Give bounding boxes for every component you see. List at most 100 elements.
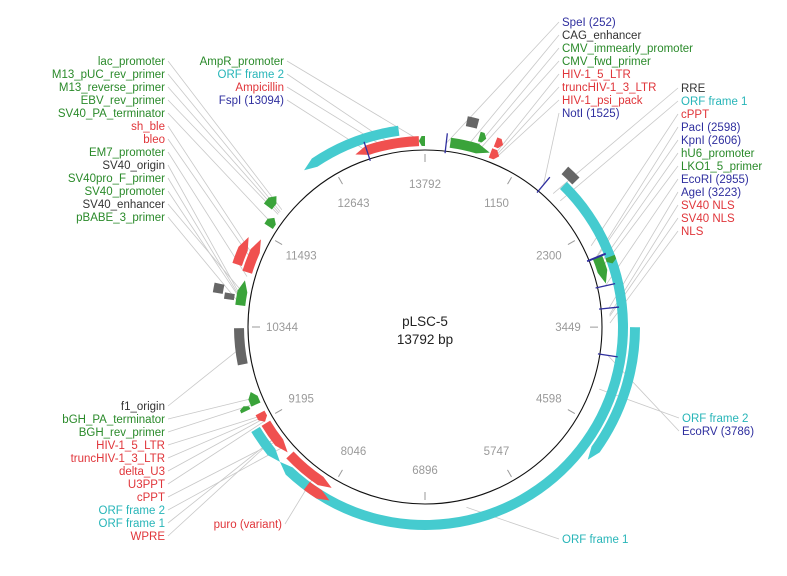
- site-ecorv-3786: [597, 353, 618, 358]
- leader-line: [167, 402, 257, 433]
- label-cppt: cPPT: [137, 492, 165, 504]
- leader-line: [167, 86, 280, 214]
- feature-sv40-origin: [223, 292, 235, 301]
- leader-line: [167, 164, 243, 299]
- label-em7-promoter: EM7_promoter: [89, 147, 165, 159]
- feature-arcs: [212, 116, 640, 530]
- leader-line: [167, 446, 285, 511]
- feature-cmv-fwd-primer: [477, 131, 487, 143]
- tick-label-10344: 10344: [266, 322, 299, 334]
- leader-line: [167, 418, 265, 472]
- plasmid-length: 13792 bp: [397, 332, 453, 347]
- leader-line: [599, 152, 679, 266]
- leader-line: [590, 113, 679, 246]
- leader-line: [167, 216, 242, 306]
- site-fspi-13094: [363, 141, 371, 161]
- leader-line: [167, 60, 283, 211]
- leader-line: [167, 203, 244, 294]
- label-sv40-pa-terminator: SV40_PA_terminator: [58, 108, 165, 120]
- leader-line: [560, 100, 679, 202]
- label-kpni-2606: KpnI (2606): [681, 135, 741, 147]
- label-spei-252: SpeI (252): [562, 17, 616, 29]
- tick-label-9195: 9195: [288, 393, 314, 405]
- leader-line: [543, 112, 560, 185]
- plasmid-backbone: [247, 149, 603, 505]
- tick-label-6896: 6896: [412, 465, 438, 477]
- leader-line: [167, 436, 277, 524]
- leader-line: [167, 99, 279, 215]
- leader-line: [167, 190, 243, 302]
- label-m13-puc-rev-primer: M13_pUC_rev_primer: [52, 69, 165, 81]
- feature-hiv-1-psi-pack: [493, 137, 504, 149]
- feature-delta-u3: [255, 410, 268, 422]
- label-ecori-2955: EcoRI (2955): [681, 174, 749, 186]
- feature-puro-variant: [286, 451, 332, 488]
- label-orf-frame-2: ORF frame 2: [682, 413, 748, 425]
- label-rre: RRE: [681, 83, 706, 95]
- feature-puro-variant-2: [303, 481, 330, 501]
- label-wpre: WPRE: [131, 531, 166, 543]
- leader-line: [167, 439, 279, 498]
- leader-line: [445, 21, 560, 144]
- label-orf-frame-1: ORF frame 1: [99, 518, 165, 530]
- label-sv40-nls: SV40 NLS: [681, 200, 735, 212]
- feature-wpre: [261, 420, 288, 453]
- feature-bleo: [242, 239, 261, 274]
- tick-marks: 1150230034494598574768968046919510344114…: [252, 154, 599, 500]
- tick-mark: [274, 240, 283, 245]
- leader-line: [495, 86, 560, 157]
- tick-label-13792: 13792: [409, 179, 441, 191]
- leader-line: [478, 60, 560, 151]
- label-ampr-promoter: AmpR_promoter: [200, 56, 285, 68]
- label-u3ppt: U3PPT: [128, 479, 165, 491]
- leader-line: [167, 415, 263, 446]
- tick-label-11493: 11493: [286, 251, 317, 263]
- feature-lko1-5-primer: [605, 254, 617, 264]
- label-noti-1525: NotI (1525): [562, 108, 620, 120]
- label-cppt: cPPT: [681, 109, 709, 121]
- feature-bgh-rev-primer: [239, 406, 251, 414]
- label-trunchiv-1-3-ltr: truncHIV-1_3_LTR: [562, 82, 656, 94]
- label-paci-2598: PacI (2598): [681, 122, 741, 134]
- tick-label-5747: 5747: [484, 446, 510, 458]
- label-orf-frame-1: ORF frame 1: [681, 96, 747, 108]
- tick-label-3449: 3449: [555, 322, 581, 334]
- tick-label-4598: 4598: [536, 394, 562, 406]
- leader-line: [167, 177, 243, 301]
- leader-line: [286, 60, 423, 143]
- label-lac-promoter: lac_promoter: [98, 56, 165, 68]
- label-bgh-rev-primer: BGH_rev_primer: [79, 427, 165, 439]
- label-nls: NLS: [681, 226, 704, 238]
- tick-label-1150: 1150: [484, 198, 509, 210]
- tick-mark: [507, 469, 512, 478]
- label-puro-variant: puro (variant): [214, 519, 283, 531]
- tick-label-2300: 2300: [536, 251, 562, 263]
- label-sh-ble: sh_ble: [131, 121, 165, 133]
- label-orf-frame-2: ORF frame 2: [99, 505, 165, 517]
- leader-line: [496, 99, 560, 157]
- label-hiv-1-5-ltr: HIV-1_5_LTR: [562, 69, 631, 81]
- site-spei-252: [444, 133, 448, 154]
- label-lko1-5-primer: LKO1_5_primer: [681, 161, 762, 173]
- label-hiv-1-psi-pack: HIV-1_psi_pack: [562, 95, 643, 107]
- label-sv40-nls: SV40 NLS: [681, 213, 735, 225]
- label-hu6-promoter: hU6_promoter: [681, 148, 755, 160]
- tick-mark: [338, 469, 343, 478]
- label-trunchiv-1-3-ltr: truncHIV-1_3_LTR: [71, 453, 165, 465]
- label-orf-frame-1: ORF frame 1: [562, 534, 628, 546]
- leader-line: [167, 73, 281, 213]
- label-m13-reverse-primer: M13_reverse_primer: [59, 82, 165, 94]
- feature-lac-promoter: [263, 196, 277, 210]
- feature-orf-frame-2: [304, 125, 400, 171]
- tick-label-12643: 12643: [338, 198, 370, 210]
- feature-sv40-enhancer: [212, 282, 225, 294]
- label-hiv-1-5-ltr: HIV-1_5_LTR: [96, 440, 165, 452]
- leader-line: [167, 436, 277, 537]
- leader-line: [596, 139, 679, 258]
- feature-ampicillin: [355, 136, 420, 155]
- feature-orf-frame-2: [251, 426, 280, 462]
- tick-mark: [567, 409, 576, 414]
- leader-line: [595, 126, 679, 258]
- leader-line: [466, 34, 560, 148]
